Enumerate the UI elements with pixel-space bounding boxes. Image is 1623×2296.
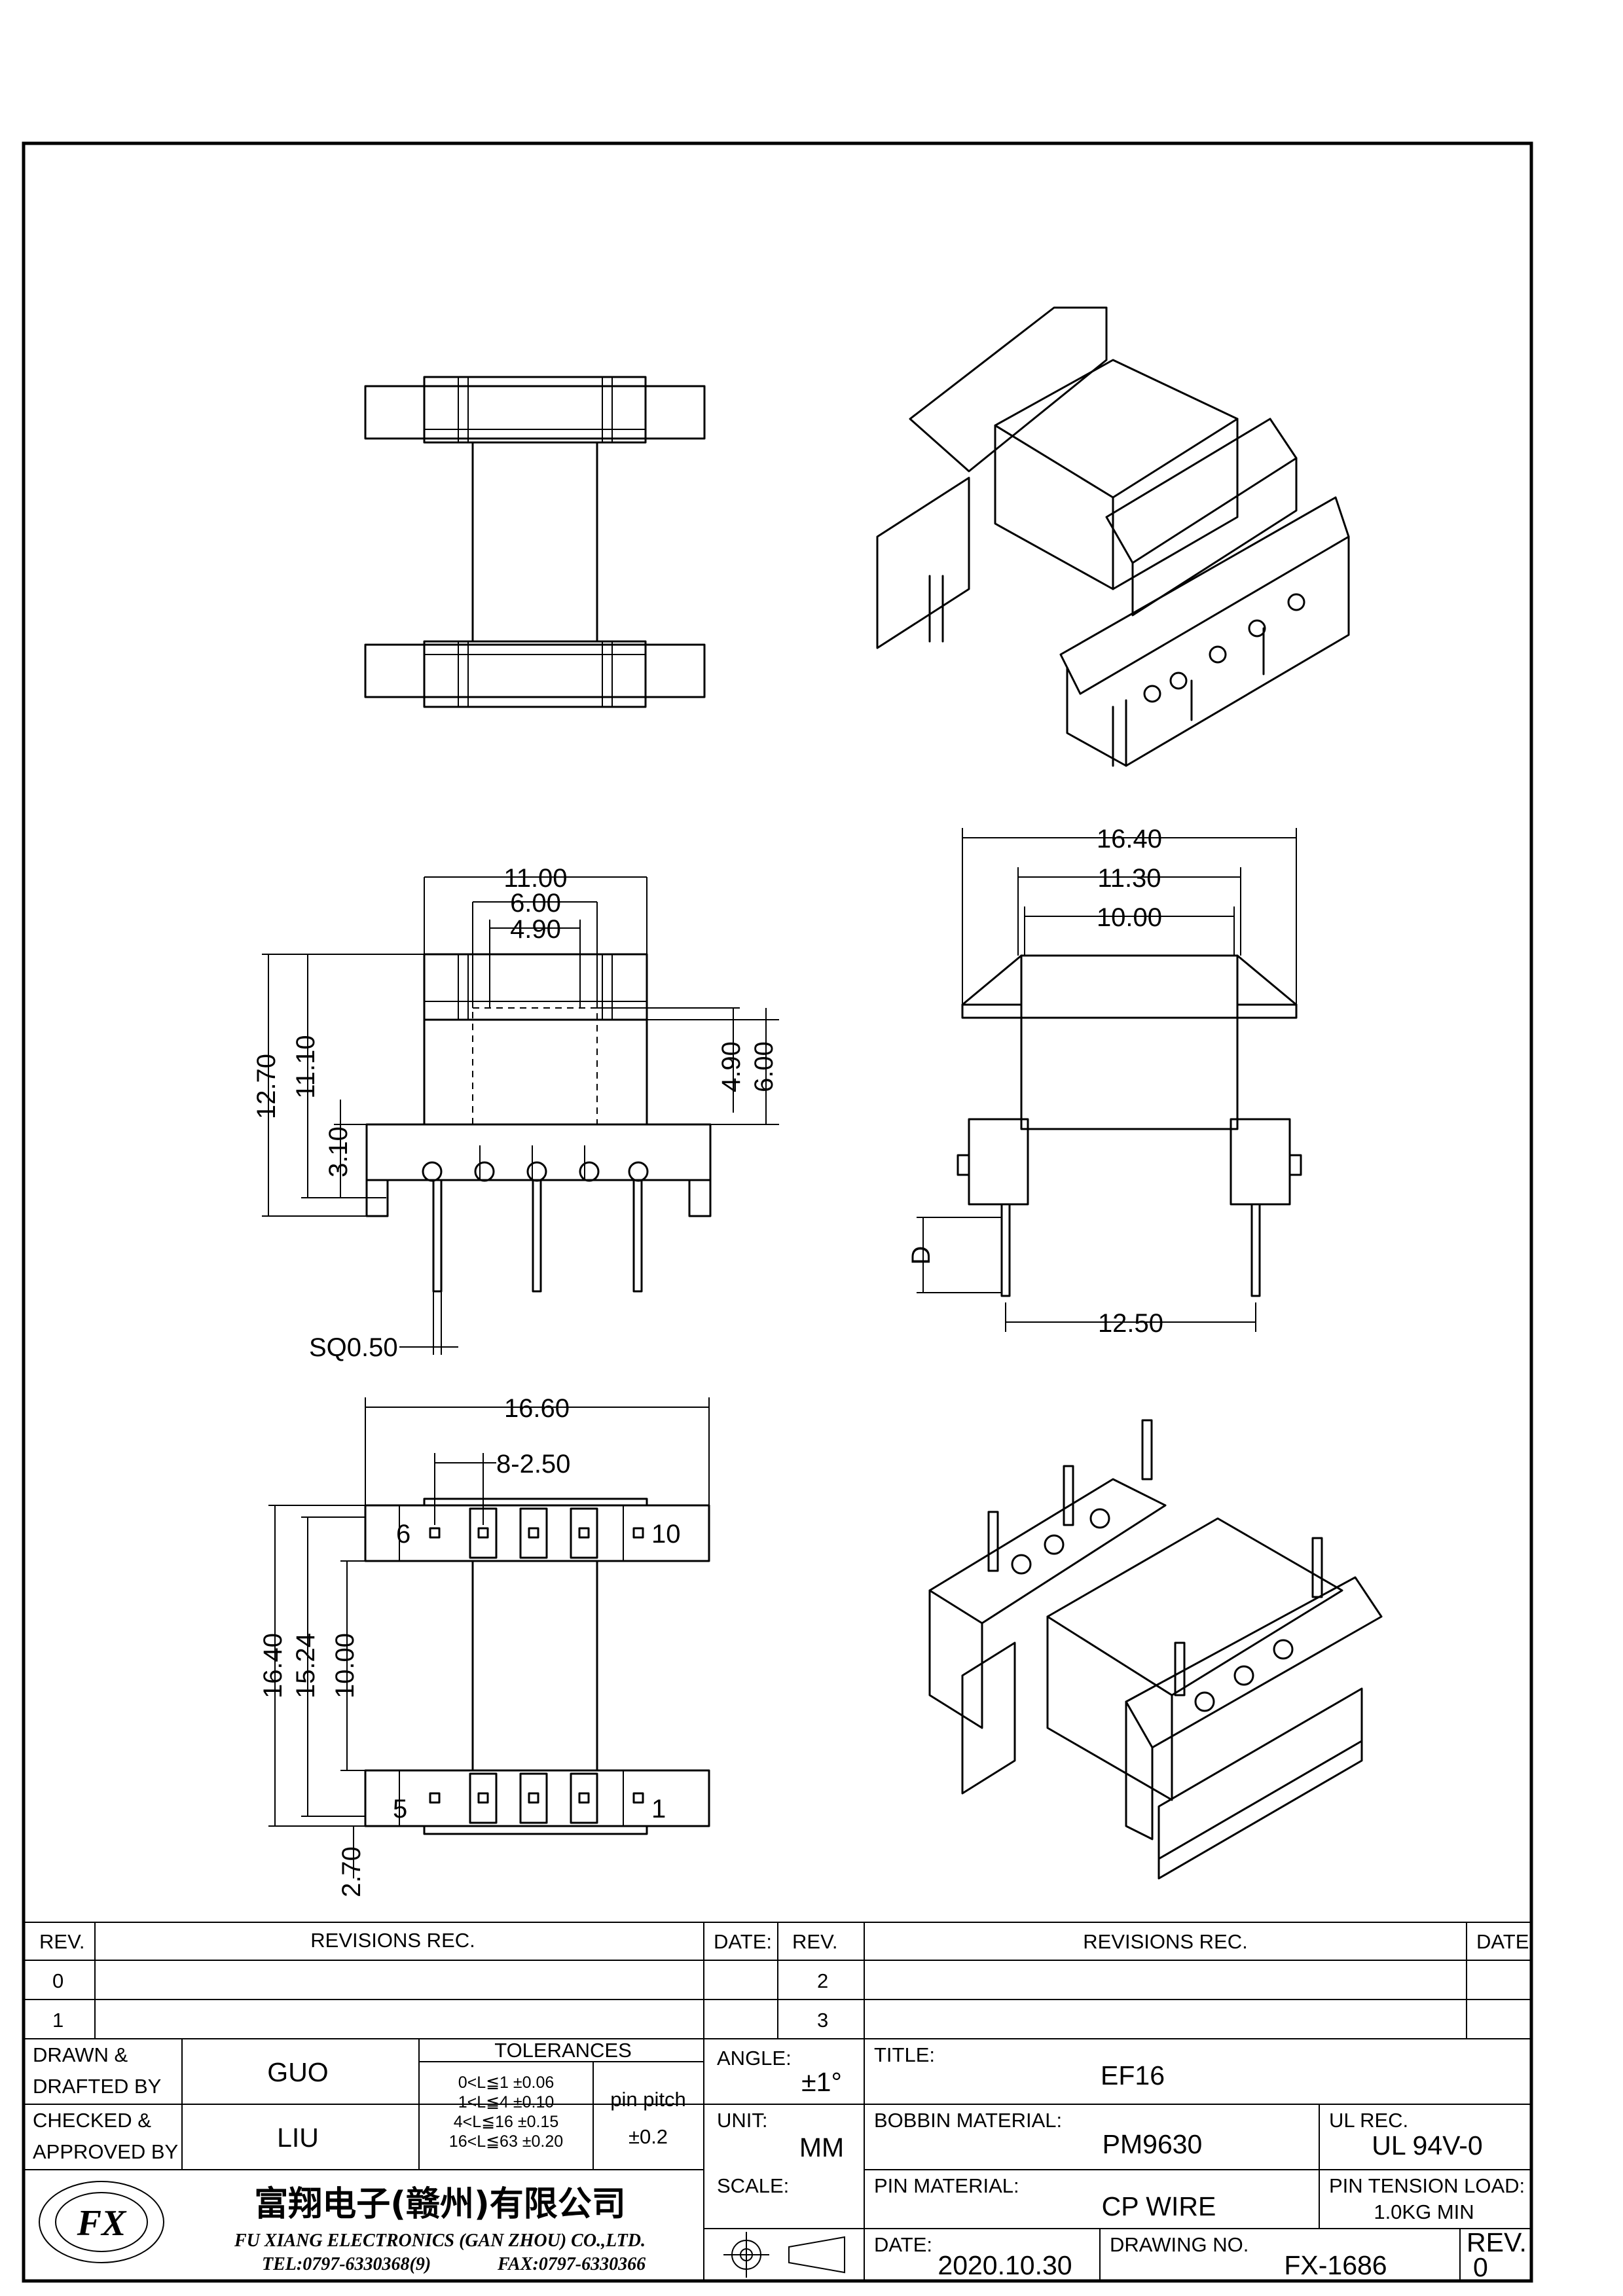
company-name-en: FU XIANG ELECTRONICS (GAN ZHOU) CO.,LTD. [234,2231,646,2251]
tol-2: 1<L≦4 ±0.10 [458,2093,555,2111]
revisions-header: REVISIONS REC. [310,1929,475,1952]
dim-15-24: 15.24 [291,1633,320,1698]
date-header: DATE: [714,1930,772,1953]
rev-value: 0 [1473,2252,1488,2282]
front-view: 11.00 6.00 4.90 12.70 11.10 3.10 4.90 6.… [252,864,779,1362]
ul-label: UL REC. [1329,2109,1408,2132]
dim-12-50: 12.50 [1098,1309,1163,1338]
pin-label-6: 6 [396,1520,410,1549]
dim-11-30: 11.30 [1097,864,1161,893]
drawn-label-2: DRAFTED BY [33,2075,161,2098]
isometric-view-top [876,306,1350,767]
rev-header: REV. [39,1930,85,1953]
title-value: EF16 [1101,2060,1165,2090]
pin-tension-label: PIN TENSION LOAD: [1329,2174,1525,2197]
pin-label-10: 10 [651,1520,681,1549]
side-view: 16.40 11.30 10.00 D 12.50 [907,825,1302,1338]
logo-text: FX [77,2203,127,2244]
rev-header-2: REV. [792,1930,838,1953]
drawing-no-label: DRAWING NO. [1110,2233,1249,2256]
company-logo: FX [39,2181,164,2263]
dim-10-00-side: 10.00 [1097,903,1162,932]
tol-1: 0<L≦1 ±0.06 [458,2073,555,2092]
dim-4-90: 4.90 [510,915,561,944]
dim-12-70: 12.70 [252,1054,281,1119]
checked-label-1: CHECKED & [33,2109,151,2132]
dim-16-40-side: 16.40 [1097,825,1162,853]
company-name-cn: 富翔电子(赣州)有限公司 [254,2185,626,2224]
rev-2: 2 [817,1969,828,1992]
dim-core-6-00: 6.00 [750,1041,778,1092]
company-fax: FAX:0797-6330366 [497,2254,646,2274]
pin-label-5: 5 [393,1795,407,1823]
bobbin-label: BOBBIN MATERIAL: [874,2109,1062,2132]
title-block: REV. REVISIONS REC. DATE: REV. REVISIONS… [24,1922,1535,2282]
dim-sq-0-50: SQ0.50 [309,1333,398,1362]
company-tel: TEL:0797-6330368(9) [262,2254,431,2274]
angle-label: ANGLE: [717,2047,792,2070]
dim-3-10: 3.10 [324,1126,353,1177]
date-label: DATE: [874,2233,932,2256]
tol-4: 16<L≦63 ±0.20 [449,2132,563,2151]
pin-material-label: PIN MATERIAL: [874,2174,1019,2197]
rev-1: 1 [52,2009,64,2032]
drawing-no-value: FX-1686 [1284,2250,1387,2280]
scale-label: SCALE: [717,2174,789,2197]
date-header-2: DATE: [1476,1930,1535,1953]
dim-16-40-bottom: 16.40 [259,1633,287,1698]
checked-value: LIU [277,2123,319,2153]
projection-symbol-icon [723,2232,845,2278]
revisions-header-2: REVISIONS REC. [1083,1930,1248,1953]
dim-d: D [907,1246,936,1265]
pin-pitch-label: pin pitch [610,2088,685,2111]
unit-label: UNIT: [717,2109,768,2132]
sheet-border [22,141,1533,2283]
bobbin-value: PM9630 [1103,2129,1203,2159]
drawn-label-1: DRAWN & [33,2043,128,2066]
dim-11-10: 11.10 [291,1035,320,1098]
top-view [364,376,706,708]
ul-value: UL 94V-0 [1372,2130,1482,2161]
dim-core-4-90: 4.90 [717,1041,746,1092]
pin-label-1: 1 [651,1795,666,1823]
pin-material-value: CP WIRE [1102,2191,1216,2221]
rev-0: 0 [52,1969,64,1992]
rev-label: REV. [1467,2227,1527,2257]
angle-value: ±1° [801,2067,842,2097]
checked-label-2: APPROVED BY [33,2140,178,2163]
drawn-value: GUO [267,2057,328,2087]
dim-10-00-bottom: 10.00 [331,1633,359,1698]
unit-value: MM [799,2132,844,2162]
dim-16-60: 16.60 [504,1394,570,1423]
isometric-view-bottom [928,1419,1383,1880]
pin-tension-value: 1.0KG MIN [1374,2200,1474,2223]
date-value: 2020.10.30 [938,2250,1072,2280]
dim-6-00: 6.00 [510,889,561,918]
dim-2-70: 2.70 [337,1846,366,1897]
rev-3: 3 [817,2009,828,2032]
pin-pitch-value: ±0.2 [629,2125,668,2148]
tol-3: 4<L≦16 ±0.15 [454,2113,559,2131]
dim-8-2-50: 8-2.50 [496,1450,570,1479]
bottom-view: 6 10 5 1 16.60 8-2.50 16.40 15.24 10.00 … [259,1394,710,1897]
tolerances-label: TOLERANCES [494,2039,632,2062]
title-label: TITLE: [874,2043,935,2066]
dim-11-00: 11.00 [503,864,567,893]
